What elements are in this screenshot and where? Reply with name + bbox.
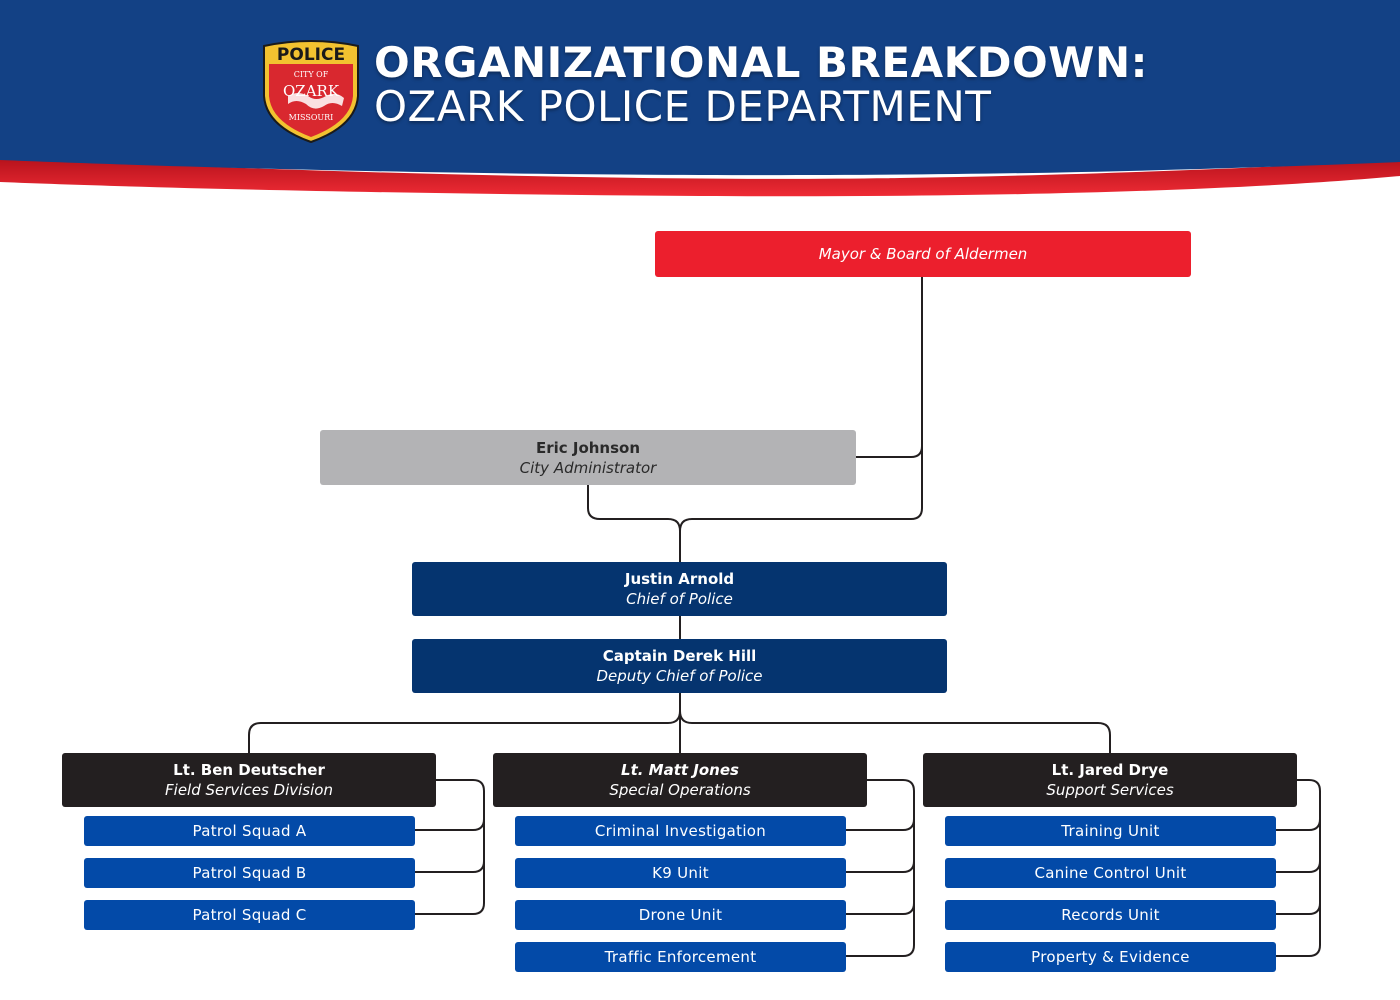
unit-patrol-squad-b: Patrol Squad B: [84, 858, 415, 888]
node-name: Lt. Matt Jones: [621, 761, 739, 779]
svg-text:POLICE: POLICE: [277, 45, 345, 65]
node-deputy-chief: Captain Derek Hill Deputy Chief of Polic…: [412, 639, 947, 693]
connector-mayor-chief: [679, 277, 923, 562]
node-name: Eric Johnson: [535, 438, 641, 457]
node-role: Special Operations: [609, 781, 751, 799]
node-name: Justin Arnold: [624, 570, 735, 588]
node-role: Deputy Chief of Police: [596, 667, 763, 685]
bracket-div3-tick1: [1276, 818, 1321, 831]
unit-criminal-investigation: Criminal Investigation: [515, 816, 846, 846]
bracket-div1: [415, 779, 485, 915]
unit-training: Training Unit: [945, 816, 1276, 846]
node-name: Lt. Ben Deutscher: [173, 761, 325, 779]
bracket-div1-tick2: [415, 860, 485, 873]
node-role: City Administrator: [519, 458, 657, 477]
header-banner: POLICE CITY OF OZARK MISSOURI ORGANIZATI…: [0, 0, 1400, 200]
bracket-div3-tick2: [1276, 860, 1321, 873]
bracket-div2-tick2: [846, 860, 915, 873]
police-badge-logo: POLICE CITY OF OZARK MISSOURI: [263, 40, 359, 144]
node-role: Support Services: [1046, 781, 1174, 799]
connector-deputy-lt3: [679, 710, 1111, 753]
node-role: Mayor & Board of Aldermen: [818, 245, 1028, 263]
unit-patrol-squad-c: Patrol Squad C: [84, 900, 415, 930]
node-special-operations-lt: Lt. Matt Jones Special Operations: [493, 753, 867, 807]
bracket-div1-tick1: [415, 818, 485, 831]
unit-drone: Drone Unit: [515, 900, 846, 930]
connector-mayor-admin: [856, 445, 923, 458]
connector-admin-chief: [587, 485, 681, 532]
node-field-services-lt: Lt. Ben Deutscher Field Services Divisio…: [62, 753, 436, 807]
unit-canine-control: Canine Control Unit: [945, 858, 1276, 888]
node-role: Chief of Police: [626, 590, 733, 608]
page-title: ORGANIZATIONAL BREAKDOWN: OZARK POLICE D…: [374, 40, 1148, 128]
page-title-line2: OZARK POLICE DEPARTMENT: [374, 82, 992, 131]
page-title-line1: ORGANIZATIONAL BREAKDOWN:: [374, 38, 1148, 87]
bracket-div3: [1276, 779, 1321, 957]
unit-k9: K9 Unit: [515, 858, 846, 888]
svg-text:CITY OF: CITY OF: [294, 70, 329, 79]
node-city-administrator: Eric Johnson City Administrator: [320, 430, 856, 485]
node-chief-of-police: Justin Arnold Chief of Police: [412, 562, 947, 616]
unit-patrol-squad-a: Patrol Squad A: [84, 816, 415, 846]
bracket-div2-tick3: [846, 902, 915, 915]
unit-property-evidence: Property & Evidence: [945, 942, 1276, 972]
node-mayor-board: Mayor & Board of Aldermen: [655, 231, 1191, 277]
bracket-div2-tick1: [846, 818, 915, 831]
svg-text:OZARK: OZARK: [283, 82, 340, 100]
node-role: Field Services Division: [165, 781, 333, 799]
svg-text:MISSOURI: MISSOURI: [289, 113, 334, 122]
unit-records: Records Unit: [945, 900, 1276, 930]
node-name: Lt. Jared Drye: [1051, 761, 1169, 779]
connector-deputy-lt1: [248, 693, 681, 753]
unit-traffic-enforcement: Traffic Enforcement: [515, 942, 846, 972]
node-name: Captain Derek Hill: [602, 647, 757, 665]
bracket-div3-tick3: [1276, 902, 1321, 915]
node-support-services-lt: Lt. Jared Drye Support Services: [923, 753, 1297, 807]
bracket-div2: [846, 779, 915, 957]
